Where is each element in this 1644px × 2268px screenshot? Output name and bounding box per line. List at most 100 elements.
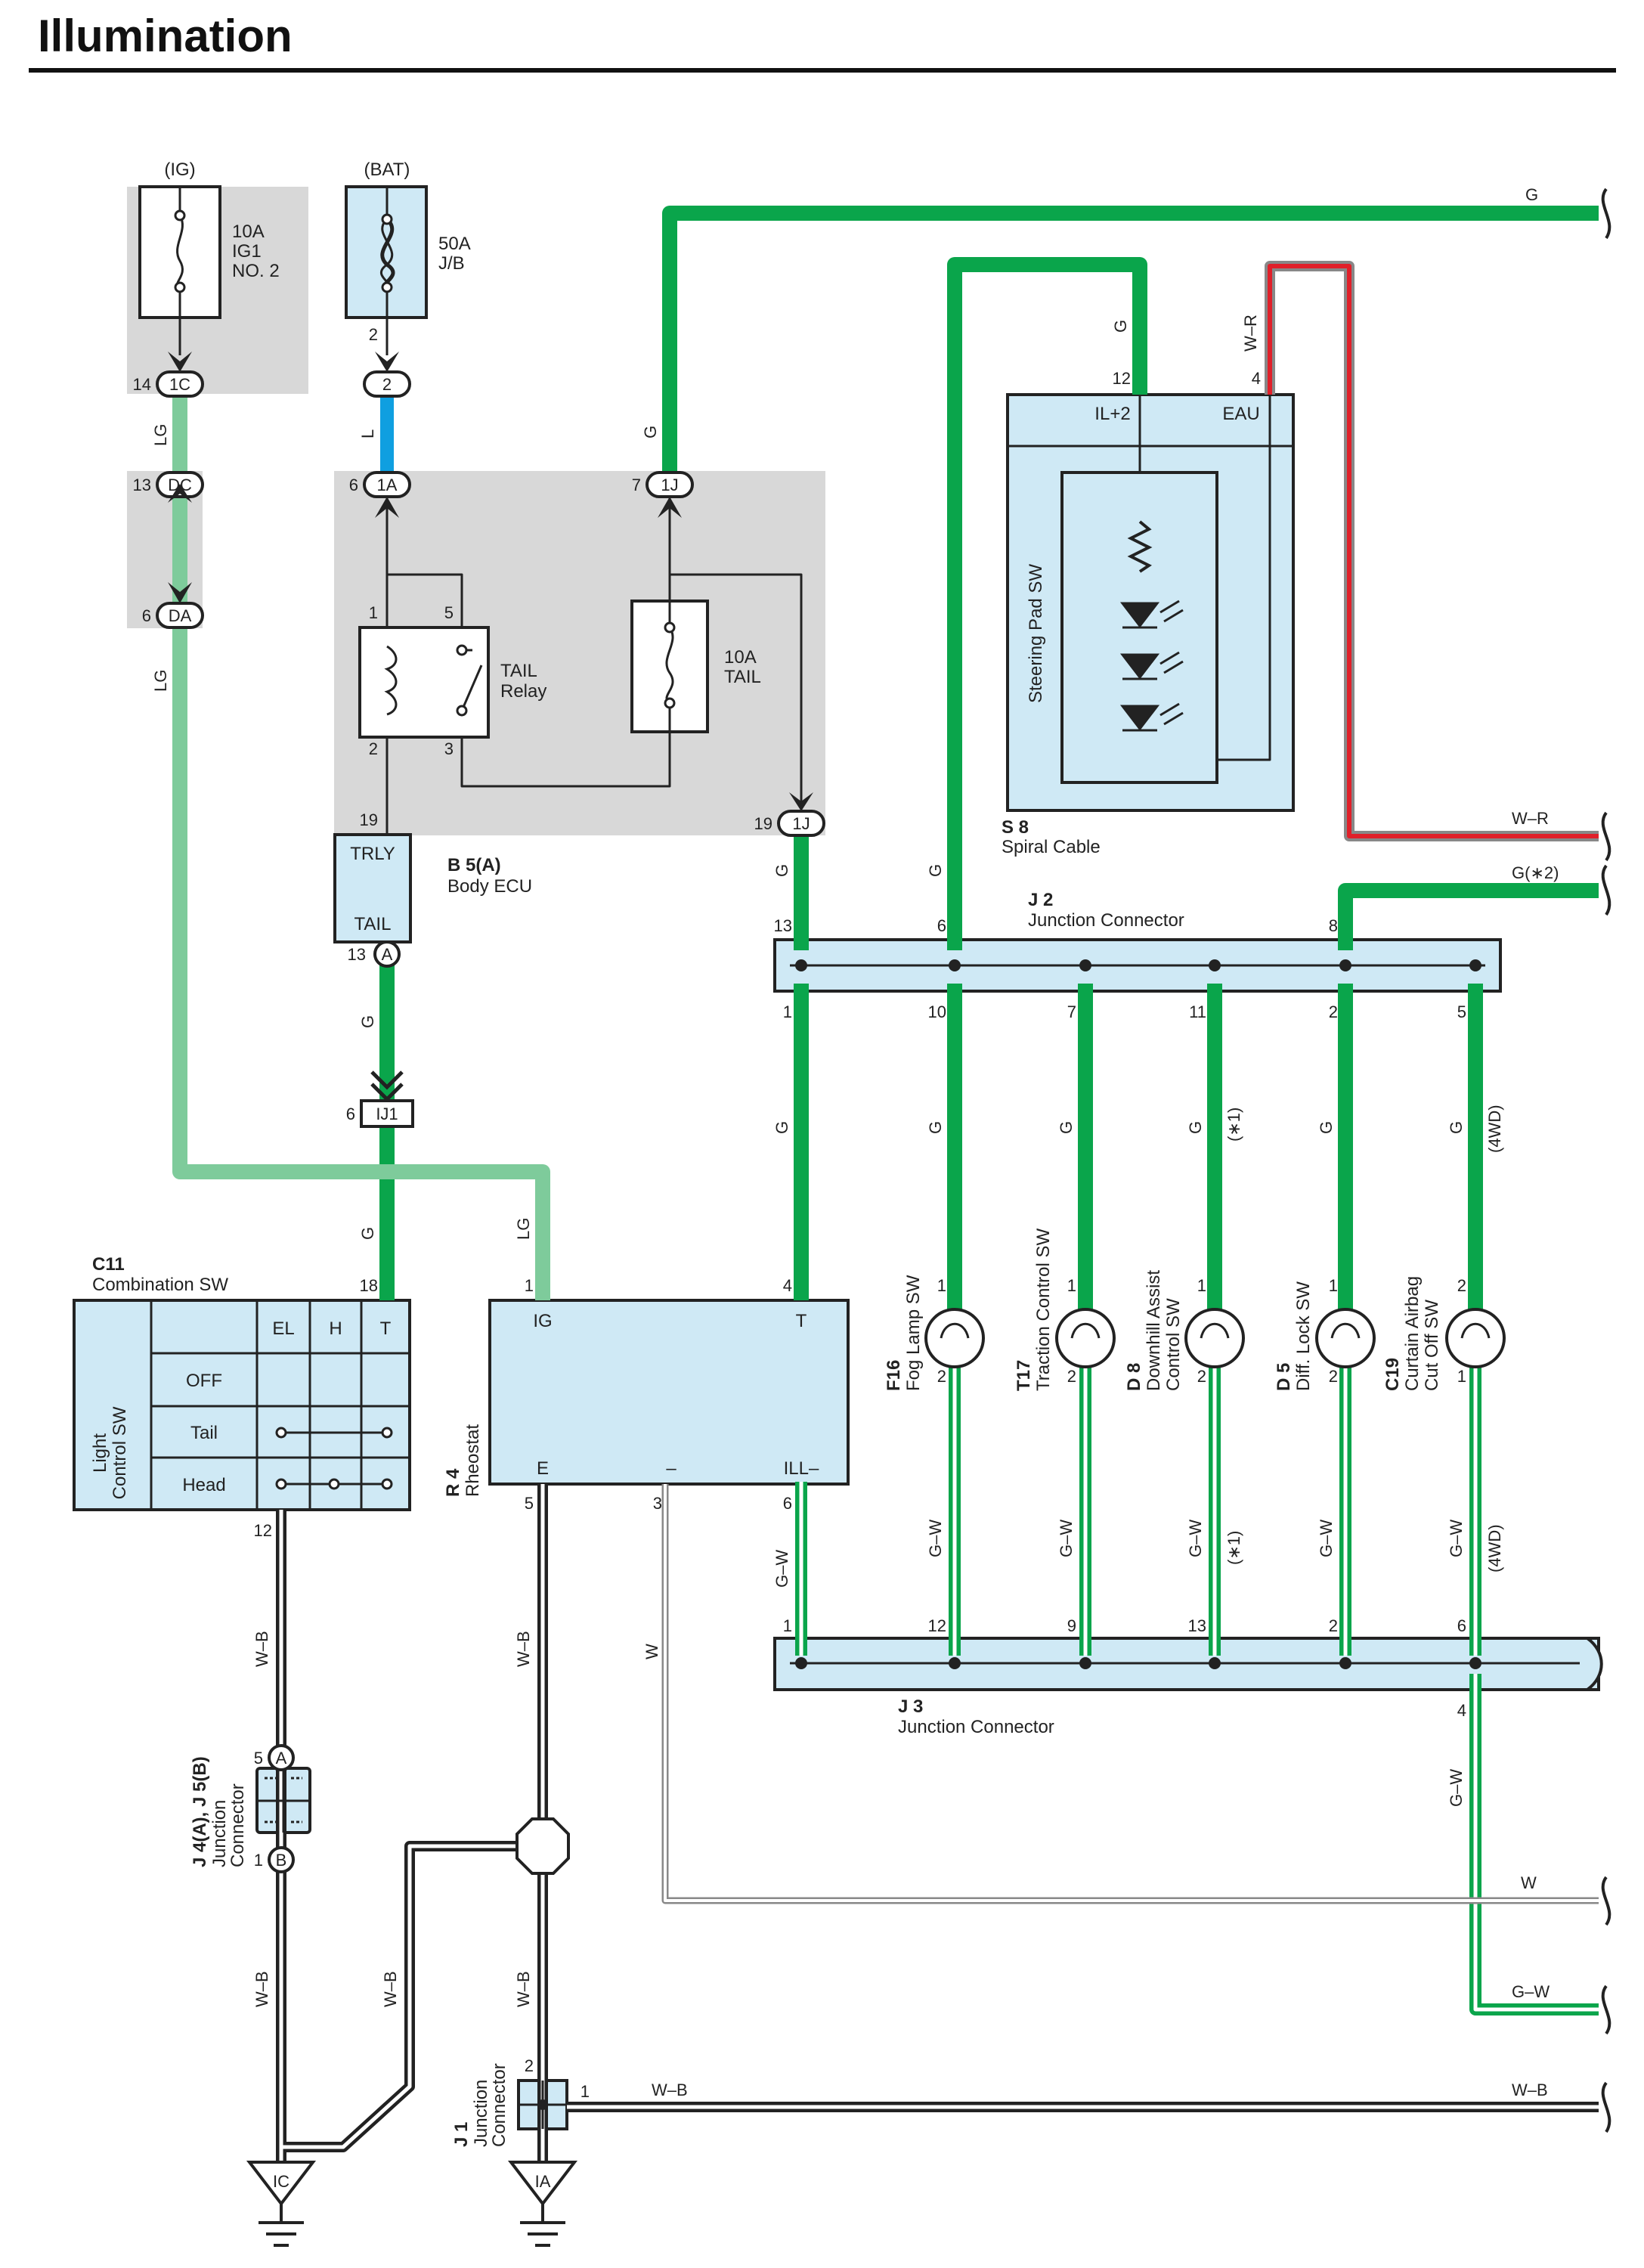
c11-id: C11: [92, 1254, 125, 1275]
fuse-ig1-l1: 10A: [232, 222, 265, 242]
led-icon: [1119, 600, 1184, 732]
tail-relay: TAIL Relay: [358, 626, 546, 739]
c19-name-2: Cut Off SW: [1422, 1300, 1442, 1391]
wl-wb-splice: W–B: [381, 1971, 400, 2007]
svg-text:2: 2: [1067, 1367, 1076, 1386]
fuse-10a-ig1: [138, 185, 221, 319]
relay-label-2: Relay: [500, 681, 546, 702]
switch-bulbs: [924, 1308, 1506, 1368]
svg-text:12: 12: [1113, 369, 1131, 388]
d8-name-1: Downhill Assist: [1144, 1270, 1164, 1391]
svg-text:2: 2: [1457, 1276, 1466, 1295]
ij1-double-chevron-icon: [370, 1070, 404, 1102]
svg-text:10: 10: [928, 1002, 946, 1021]
svg-text:6: 6: [937, 916, 946, 935]
fuse-50a-jb: [380, 187, 395, 318]
wl-g-t17: G: [1057, 1121, 1076, 1134]
b5-terminal-tail: TAIL: [354, 914, 392, 934]
svg-text:3: 3: [444, 739, 454, 758]
b5-terminal-trly: TRLY: [350, 844, 395, 864]
svg-text:1: 1: [1457, 1367, 1466, 1386]
svg-text:6: 6: [142, 606, 151, 625]
wire-lg-main: [172, 393, 550, 1300]
svg-text:1: 1: [783, 1616, 792, 1635]
svg-text:13: 13: [133, 476, 151, 494]
s8-inner-label: Steering Pad SW: [1026, 564, 1046, 703]
wl-gw-r4: G–W: [772, 1550, 791, 1588]
svg-text:4: 4: [1457, 1701, 1466, 1720]
connector-1a: 1A: [363, 471, 411, 498]
svg-text:2: 2: [369, 739, 378, 758]
svg-text:13: 13: [348, 945, 366, 964]
svg-text:2: 2: [937, 1367, 946, 1386]
svg-text:DA: DA: [169, 606, 192, 625]
svg-text:A: A: [276, 1749, 287, 1768]
s8-name: Spiral Cable: [1002, 837, 1101, 857]
fuse-ig1-l2: IG1: [232, 241, 262, 262]
r4-id: R 4: [443, 1468, 463, 1497]
connector-a-j4: A: [268, 1744, 295, 1771]
s8-terminal-eau: EAU: [1222, 404, 1259, 424]
j4-j5-internal: [257, 1768, 310, 1833]
power-bat-label: (BAT): [364, 160, 410, 180]
ground-ia-label: IA: [535, 2172, 551, 2191]
b5-body-ecu-box: [333, 833, 412, 943]
j3-wave-end: [1586, 1637, 1603, 1691]
fuse-ig1-l3: NO. 2: [232, 261, 280, 281]
pin-numbers: 14 13 6 2 6 7 1 5 2 3 19 19 13 12 4 13 6…: [133, 325, 1466, 2101]
fuse-tail-l1: 10A: [724, 647, 757, 668]
svg-text:1: 1: [254, 1851, 263, 1870]
wl-wb-c11: W–B: [252, 1631, 271, 1667]
connector-pills: 1C 2 DC DA 1A 1J 1J IJ1 A A B: [156, 370, 825, 1873]
wire-g-s8: [947, 257, 1147, 950]
svg-text:19: 19: [360, 810, 378, 829]
svg-text:1: 1: [525, 1276, 534, 1295]
svg-text:13: 13: [1188, 1616, 1206, 1635]
r4-terminal-t: T: [796, 1311, 807, 1331]
svg-text:2: 2: [369, 325, 378, 344]
ground-ia-icon: IA: [507, 2161, 578, 2247]
svg-text:1C: 1C: [169, 375, 190, 394]
svg-text:2: 2: [382, 375, 392, 394]
c11-col-h: H: [329, 1318, 342, 1339]
connector-da: DA: [156, 602, 204, 629]
wl-g-d8: G: [1186, 1121, 1205, 1134]
c11-row-off: OFF: [186, 1371, 222, 1391]
wl-wb-r4: W–B: [514, 1631, 533, 1667]
d5-id: D 5: [1274, 1363, 1294, 1391]
wl-g-1j: G: [641, 426, 660, 438]
r4-rheostat-box: [488, 1299, 850, 1486]
wl-w-r4: W: [642, 1644, 661, 1659]
connector-2: 2: [363, 370, 411, 398]
j4j5-name-2: Connector: [228, 1783, 248, 1867]
svg-text:3: 3: [653, 1494, 662, 1513]
wire-g2: [1338, 883, 1599, 950]
svg-text:2: 2: [525, 2056, 534, 2075]
svg-text:6: 6: [783, 1494, 792, 1513]
wl-lg-r4: LG: [514, 1218, 533, 1240]
c11-col-el: EL: [272, 1318, 294, 1339]
svg-text:IJ1: IJ1: [376, 1105, 398, 1123]
page-title: Illumination: [38, 11, 293, 61]
wl-4wd-top: (4WD): [1485, 1105, 1504, 1153]
wl-gw-right: G–W: [1512, 1982, 1550, 2001]
j1-name-2: Connector: [489, 2063, 509, 2147]
svg-text:8: 8: [1329, 916, 1338, 935]
ground-ic-icon: IC: [246, 2161, 317, 2247]
c11-row-tail: Tail: [190, 1423, 218, 1443]
wl-l: L: [358, 429, 377, 438]
svg-text:11: 11: [1189, 1002, 1206, 1021]
svg-text:5: 5: [525, 1494, 534, 1513]
wl-gw-c19: G–W: [1447, 1520, 1466, 1557]
wl-wb-j1: W–B: [514, 1971, 533, 2007]
j4j5-id: J 4(A), J 5(B): [190, 1756, 210, 1867]
d8-id: D 8: [1124, 1363, 1144, 1391]
bulb-d8-icon: [1184, 1308, 1245, 1368]
svg-text:19: 19: [754, 814, 772, 833]
svg-text:13: 13: [774, 916, 792, 935]
fuse-tail-l2: TAIL: [724, 667, 761, 687]
svg-text:12: 12: [928, 1616, 946, 1635]
wl-lg-1: LG: [151, 424, 170, 446]
j3-id: J 3: [898, 1696, 923, 1717]
